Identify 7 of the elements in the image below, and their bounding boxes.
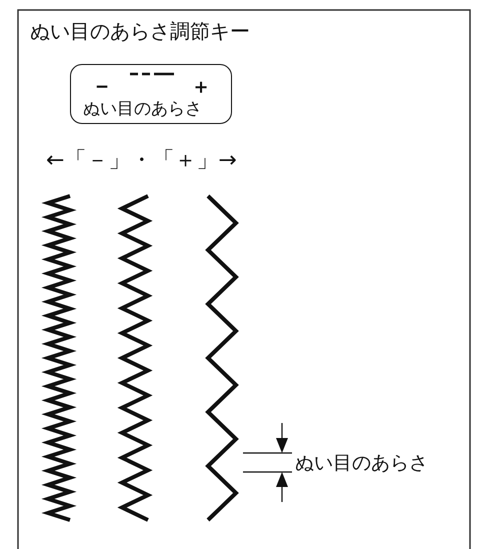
adjust-key [70,64,232,124]
direction-text: ←「－」・「＋」→ [46,147,237,175]
title: ぬい目のあらさ調節キー [30,18,250,45]
key-label: ぬい目のあらさ [83,98,202,120]
dimension-label: ぬい目のあらさ [295,451,428,476]
plus-sign: ＋ [191,73,211,100]
minus-sign: － [91,73,113,101]
